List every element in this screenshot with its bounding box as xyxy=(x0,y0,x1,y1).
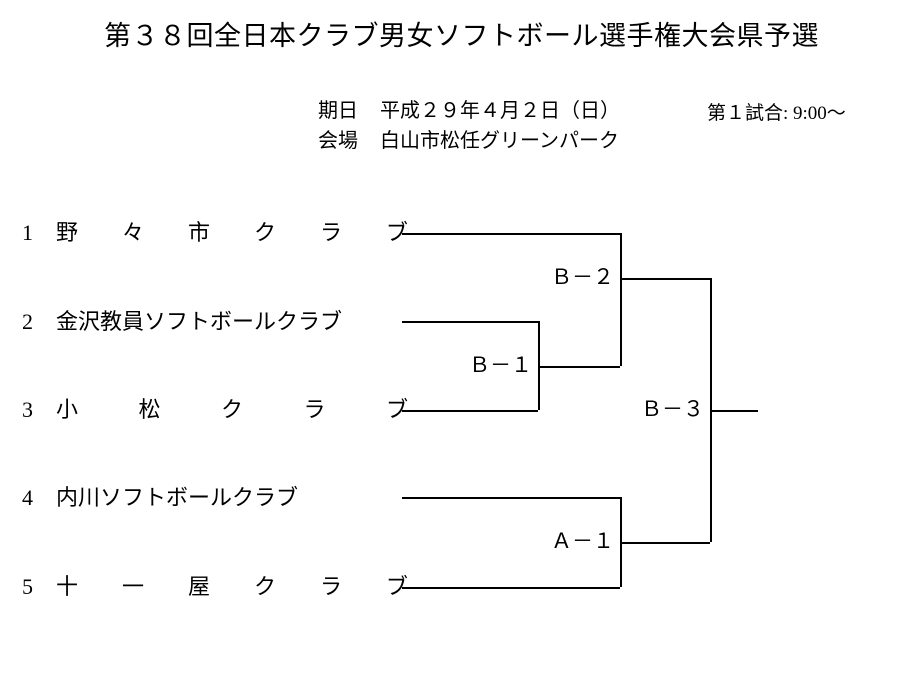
champion-line xyxy=(710,410,758,412)
team-seed-5: 5 xyxy=(22,574,33,599)
winner-line-b2 xyxy=(620,278,710,280)
feed-line-team-4 xyxy=(402,497,620,499)
team-seed-1: 1 xyxy=(22,220,33,245)
event-venue-row: 会場白山市松任グリーンパーク xyxy=(318,126,620,156)
team-name-char: 市 xyxy=(187,220,210,245)
team-name-char: ラ xyxy=(303,397,326,422)
event-date-label: 期日 xyxy=(318,100,358,122)
team-name-char: ブ xyxy=(385,397,408,422)
team-name-char: 屋 xyxy=(187,574,210,599)
match-label-b1: Ｂ－１ xyxy=(469,353,532,377)
team-row-1: 1 野 々 市 ク ラ ブ xyxy=(18,218,408,248)
event-venue-value: 白山市松任グリーンパーク xyxy=(380,130,619,152)
team-name-3: 小 松 ク ラ ブ xyxy=(56,395,408,425)
event-venue-label: 会場 xyxy=(318,130,358,152)
feed-line-team-3 xyxy=(402,410,538,412)
winner-line-a1 xyxy=(620,542,710,544)
feed-line-team-5 xyxy=(402,587,620,589)
team-row-5: 5 十 一 屋 ク ラ ブ xyxy=(18,572,408,602)
team-row-4: 4 内川ソフトボールクラブ xyxy=(18,483,408,513)
feed-line-team-1 xyxy=(402,233,620,235)
team-seed-3: 3 xyxy=(22,397,33,422)
team-name-char: 十 xyxy=(56,574,79,599)
team-row-3: 3 小 松 ク ラ ブ xyxy=(18,395,408,425)
team-name-1: 野 々 市 ク ラ ブ xyxy=(56,218,408,248)
team-name-char: ラ xyxy=(319,220,342,245)
team-name-char: ク xyxy=(220,397,243,422)
team-name-char: 々 xyxy=(121,220,144,245)
match-label-b3: Ｂ－３ xyxy=(641,397,704,421)
first-game-time: 第１試合: 9:00〜 xyxy=(707,103,846,124)
event-info: 期日平成２９年４月２日（日） 会場白山市松任グリーンパーク xyxy=(318,96,620,156)
event-date-value: 平成２９年４月２日（日） xyxy=(380,100,620,122)
page-title: 第３８回全日本クラブ男女ソフトボール選手権大会県予選 xyxy=(104,21,819,51)
team-name-char: ブ xyxy=(385,220,408,245)
team-name-2: 金沢教員ソフトボールクラブ xyxy=(56,309,343,334)
team-name-char: ク xyxy=(253,574,276,599)
feed-line-team-2 xyxy=(402,321,538,323)
team-name-char: ク xyxy=(253,220,276,245)
match-vline-b2 xyxy=(620,233,622,366)
event-date-row: 期日平成２９年４月２日（日） xyxy=(318,96,620,126)
match-label-a1: Ａ－１ xyxy=(551,529,614,553)
match-label-b2: Ｂ－２ xyxy=(551,265,614,289)
team-seed-2: 2 xyxy=(22,309,33,334)
team-name-char: ラ xyxy=(319,574,342,599)
team-row-2: 2 金沢教員ソフトボールクラブ xyxy=(18,307,408,337)
team-seed-4: 4 xyxy=(22,485,33,510)
team-name-char: 松 xyxy=(138,397,161,422)
team-name-char: ブ xyxy=(385,574,408,599)
winner-line-b1 xyxy=(538,366,620,368)
team-name-5: 十 一 屋 ク ラ ブ xyxy=(56,572,408,602)
team-name-char: 野 xyxy=(56,220,79,245)
team-name-4: 内川ソフトボールクラブ xyxy=(56,485,299,510)
match-vline-b1 xyxy=(538,321,540,410)
team-name-char: 小 xyxy=(56,397,79,422)
team-name-char: 一 xyxy=(121,574,144,599)
